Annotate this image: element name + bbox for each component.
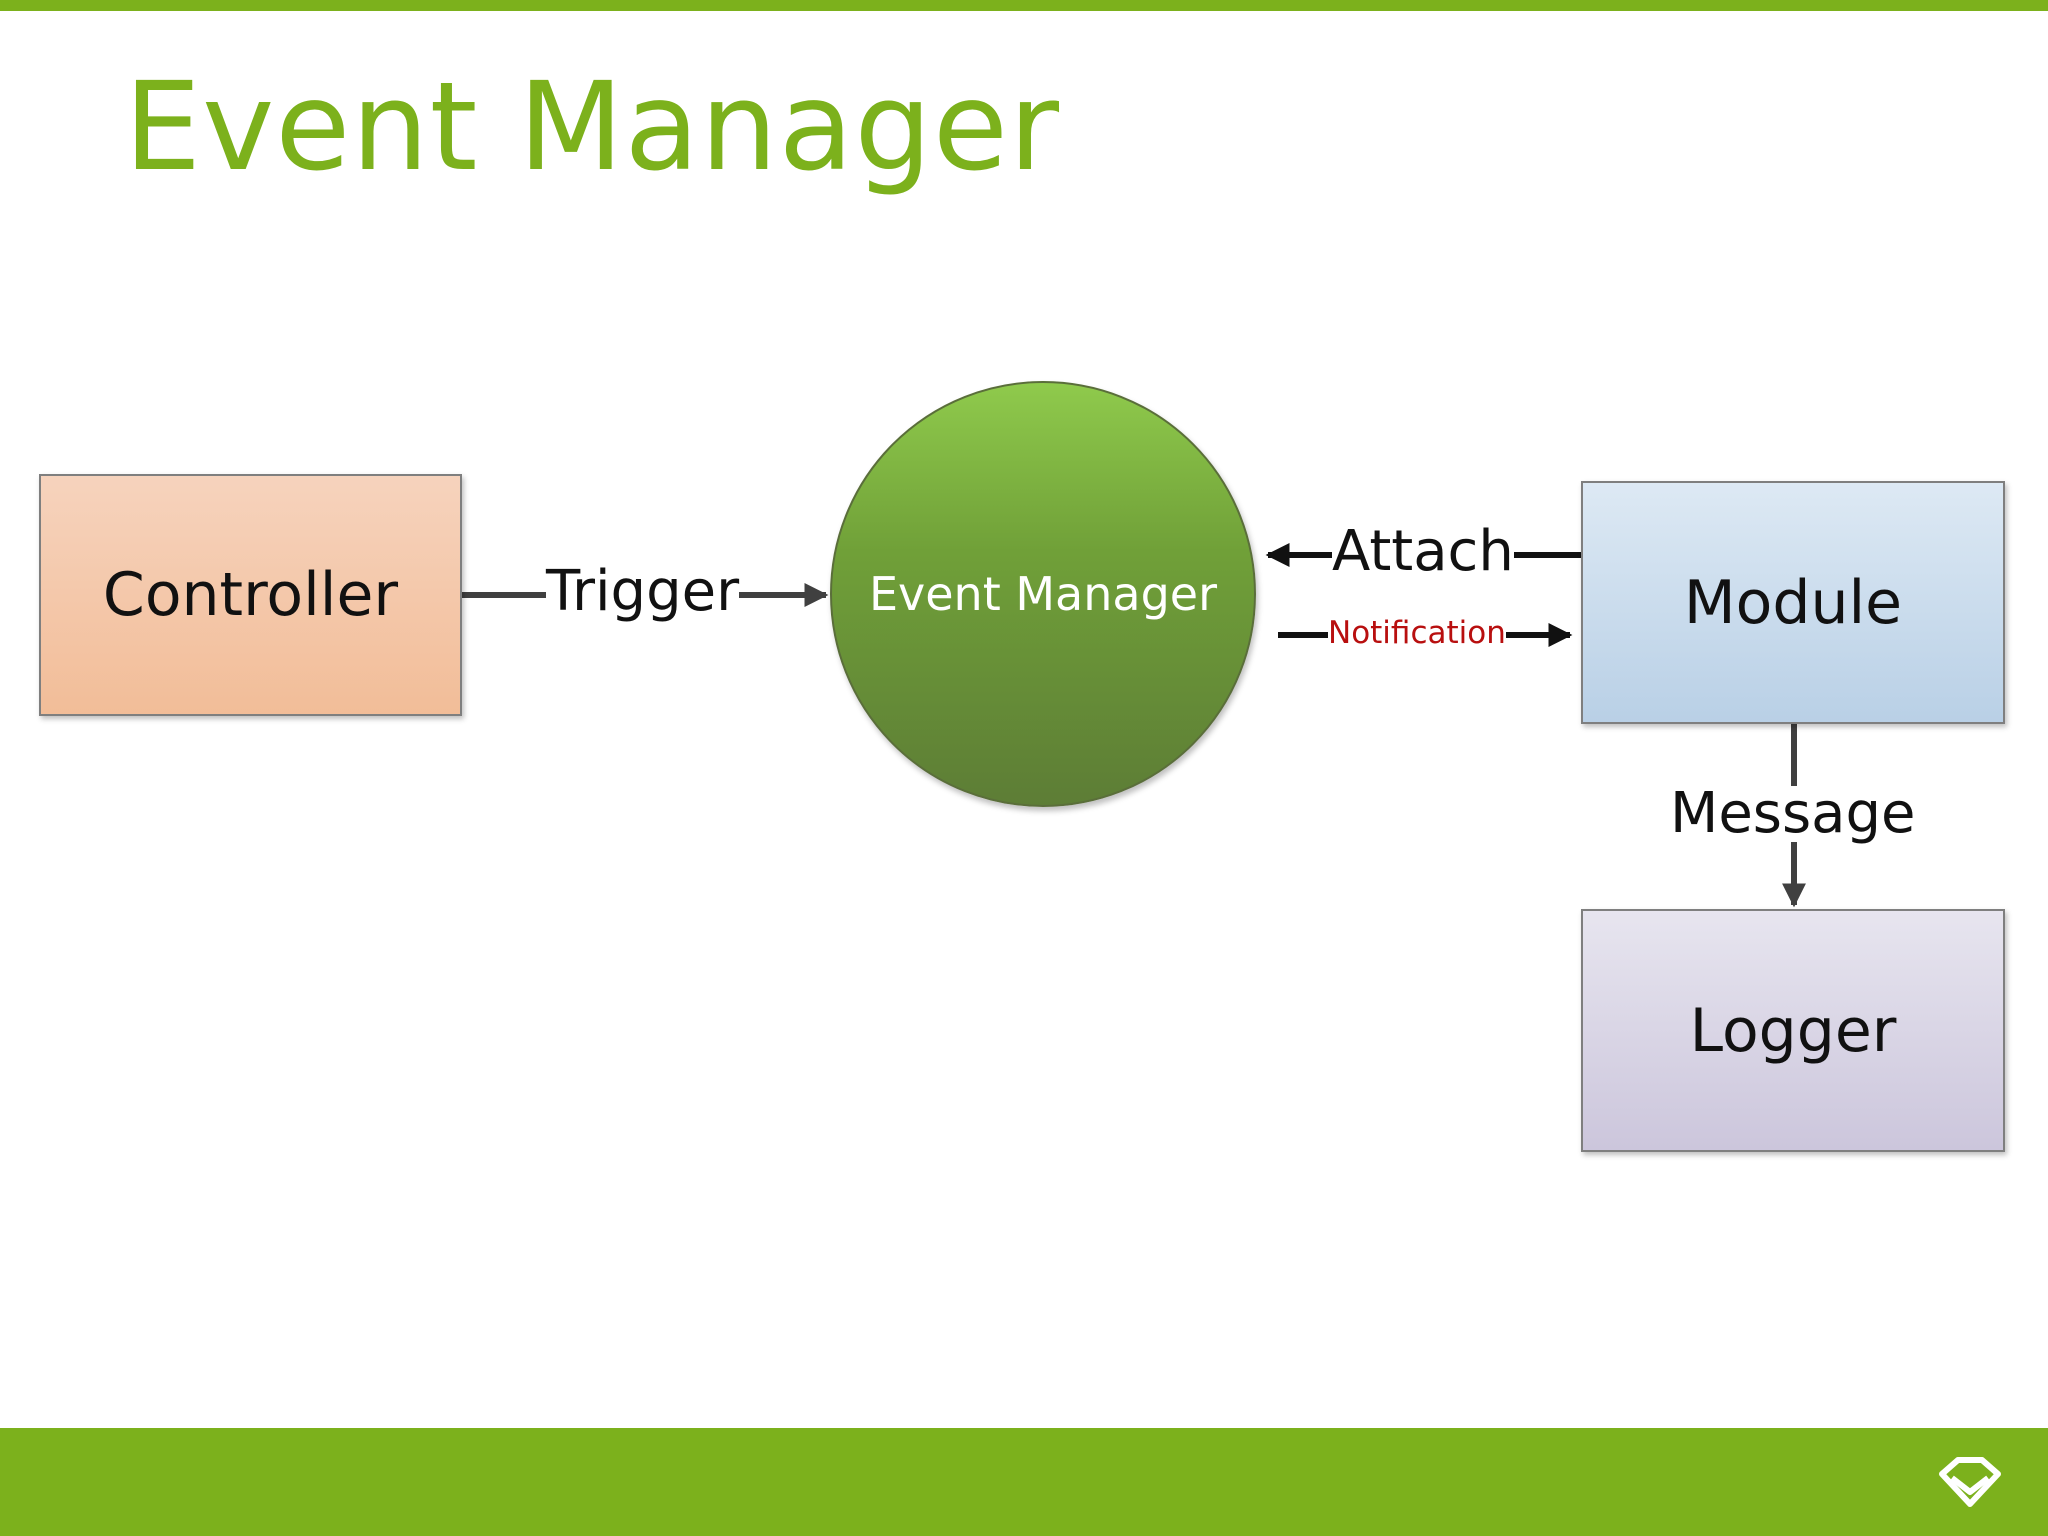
attach-label: Attach: [1332, 519, 1514, 584]
message-label: Message: [1670, 781, 1916, 846]
top-accent-bar: [0, 0, 2048, 11]
module-node: Module: [1581, 481, 2005, 724]
event-manager-label: Event Manager: [868, 567, 1218, 621]
logger-label: Logger: [1689, 995, 1897, 1066]
diamond-logo-icon: [1939, 1457, 2001, 1507]
trigger-label: Trigger: [546, 559, 740, 624]
notification-label: Notification: [1328, 615, 1506, 651]
event-manager-node: Event Manager: [830, 381, 1256, 807]
slide-title: Event Manager: [124, 56, 1061, 198]
controller-label: Controller: [102, 560, 399, 630]
module-label: Module: [1683, 567, 1903, 638]
logger-node: Logger: [1581, 909, 2005, 1152]
bottom-accent-bar: [0, 1428, 2048, 1536]
controller-node: Controller: [39, 474, 462, 716]
